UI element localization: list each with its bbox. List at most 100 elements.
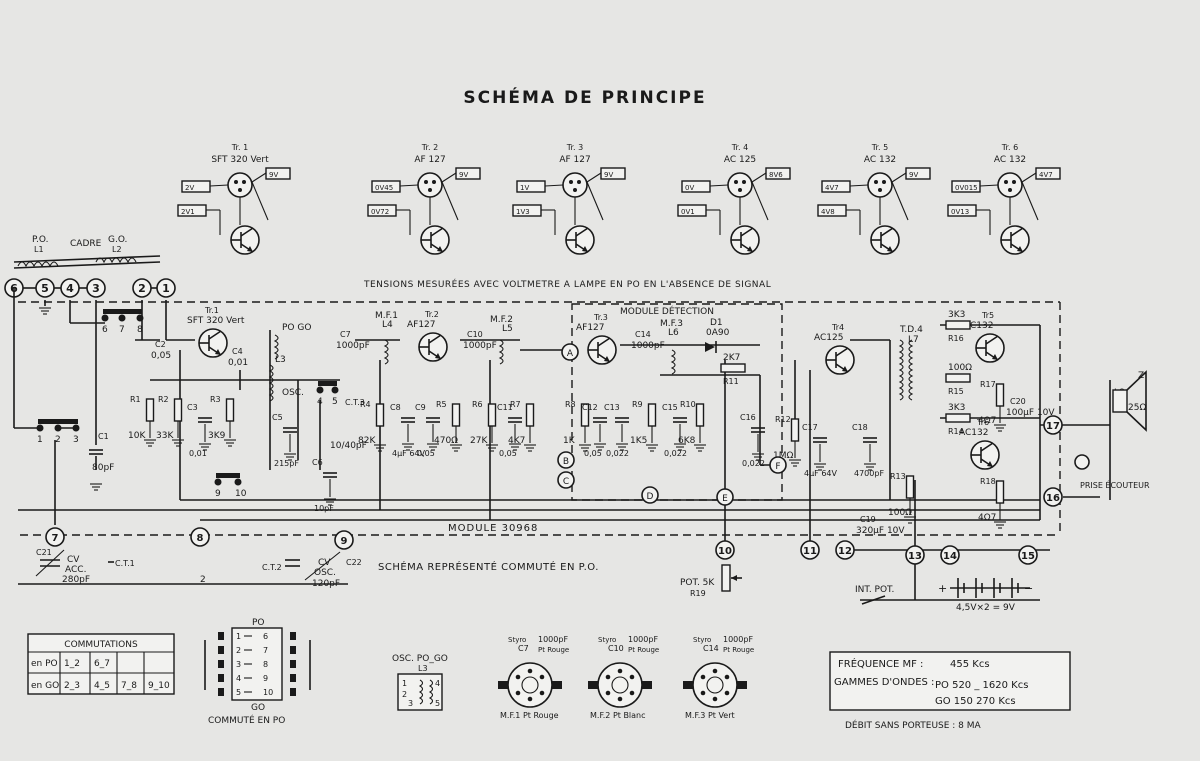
svg-text:PO GO: PO GO [282,323,311,333]
svg-text:4V7: 4V7 [1039,171,1053,179]
commutations-header: COMMUTATIONS [64,640,138,650]
svg-text:Tr. 2: Tr. 2 [421,143,438,152]
svg-text:1000pF: 1000pF [628,635,658,644]
svg-text:4Ω7: 4Ω7 [978,513,996,523]
svg-text:AC 125: AC 125 [724,155,756,165]
svg-text:R12: R12 [775,415,791,424]
coils [268,334,914,402]
svg-text:L3: L3 [418,664,428,673]
svg-text:Tr5: Tr5 [981,311,994,320]
svg-text:L6: L6 [668,328,679,338]
svg-text:1000pF: 1000pF [723,635,753,644]
svg-text:R1: R1 [130,395,141,404]
node-11 [800,540,820,560]
svg-text:R7: R7 [510,400,521,409]
svg-text:Tr. 4: Tr. 4 [731,143,748,152]
svg-text:4V7: 4V7 [825,184,839,192]
label-c4: C4 [232,347,243,356]
module-detection-label: MODULE DÉTECTION [620,305,714,317]
svg-text:OSC. PO_GO: OSC. PO_GO [392,654,448,664]
svg-text:10K: 10K [128,431,146,441]
svg-text:C.T.2: C.T.2 [262,563,282,572]
svg-text:2V: 2V [185,184,194,192]
node-8 [190,527,210,547]
svg-text:Styro: Styro [598,636,616,644]
svg-text:320μF 10V: 320μF 10V [856,526,905,536]
svg-text:0,022: 0,022 [742,459,765,468]
svg-text:C17: C17 [802,423,818,432]
battery: + − 4,5V×2 = 9V [938,578,1033,613]
svg-text:100μF 10V: 100μF 10V [1006,408,1055,418]
svg-text:0,01: 0,01 [189,449,207,458]
svg-text:280pF: 280pF [62,575,90,585]
svg-text:Tr. 5: Tr. 5 [871,143,888,152]
svg-text:9V: 9V [604,171,613,179]
svg-text:G.O.: G.O. [108,235,127,245]
node-E [716,488,734,506]
svg-text:M.F.2 Pt Blanc: M.F.2 Pt Blanc [590,711,646,720]
svg-text:R14: R14 [948,427,964,436]
commute-note: SCHÉMA REPRÉSENTÉ COMMUTÉ EN P.O. [378,560,599,573]
svg-text:SFT 320 Vert: SFT 320 Vert [187,316,245,326]
node-14 [940,545,960,565]
svg-text:2_3: 2_3 [64,681,80,691]
svg-text:M.F.3 Pt Vert: M.F.3 Pt Vert [685,711,735,720]
svg-text:SFT 320 Vert: SFT 320 Vert [211,155,269,165]
svg-text:−: − [1024,582,1033,595]
svg-text:9_10: 9_10 [148,681,170,691]
svg-text:9: 9 [341,536,348,547]
svg-text:4K7: 4K7 [508,436,525,446]
svg-text:9: 9 [263,674,268,683]
svg-text:0V72: 0V72 [371,208,389,216]
svg-text:2: 2 [402,690,407,699]
svg-text:L5: L5 [502,324,513,334]
svg-text:4_5: 4_5 [94,681,110,691]
node-9 [334,530,354,550]
svg-text:9V: 9V [269,171,278,179]
svg-text:0,05: 0,05 [499,449,517,458]
svg-text:0A90: 0A90 [706,328,730,338]
svg-text:GO 150 270 Kcs: GO 150 270 Kcs [935,696,1016,707]
svg-text:R18: R18 [980,477,996,486]
capacitor-c12: C12 0,05 [582,403,608,458]
svg-text:C16: C16 [740,413,756,422]
svg-text:OSC.: OSC. [314,568,336,578]
commutations-table: COMMUTATIONS en PO 1_2 6_7 en GO 2_3 4_5… [27,633,175,695]
svg-text:Tr.3: Tr.3 [593,313,608,322]
svg-text:5: 5 [435,699,440,708]
svg-text:M.F.1: M.F.1 [375,311,398,321]
svg-text:DÉBIT SANS PORTEUSE : 8 MA: DÉBIT SANS PORTEUSE : 8 MA [845,719,982,731]
svg-text:4V8: 4V8 [821,208,835,216]
svg-text:R15: R15 [948,387,964,396]
svg-text:5: 5 [332,397,338,407]
svg-text:C5: C5 [272,413,283,422]
svg-text:C12: C12 [582,403,598,412]
svg-text:AC132: AC132 [964,321,993,331]
svg-text:T.D.4: T.D.4 [899,325,923,335]
svg-text:INT. POT.: INT. POT. [855,585,894,595]
svg-text:7: 7 [52,533,59,544]
svg-text:PRISE ÉCOUTEUR: PRISE ÉCOUTEUR [1080,479,1150,490]
svg-text:0,05: 0,05 [584,449,602,458]
svg-text:R17: R17 [980,380,996,389]
svg-text:4: 4 [317,397,323,407]
svg-text:1_2: 1_2 [64,659,80,669]
svg-text:GAMMES D'ONDES :: GAMMES D'ONDES : [834,677,934,688]
loudspeaker [1074,370,1147,470]
svg-text:9: 9 [215,489,221,499]
